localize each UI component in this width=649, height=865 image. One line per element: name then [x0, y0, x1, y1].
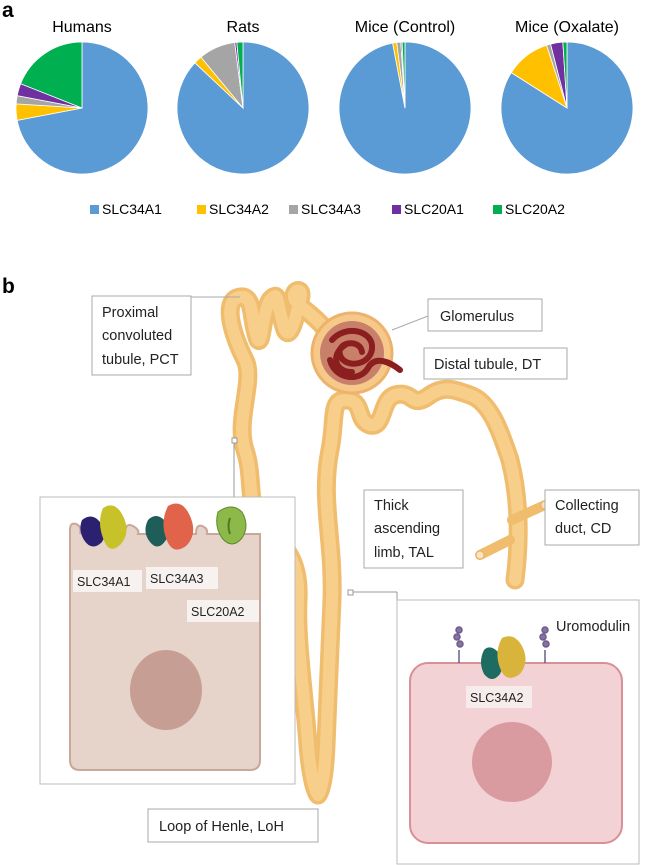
nephron-tubule	[220, 281, 550, 805]
legend-swatch-slc20a1	[392, 205, 401, 214]
pct-slc20a2-label: SLC20A2	[191, 605, 245, 619]
pie-slice-slc20a2	[20, 41, 83, 109]
pie-legend: SLC34A1 SLC34A2 SLC34A3 SLC20A1 SLC20A2	[90, 201, 565, 217]
pie-humans: Humans	[15, 19, 149, 175]
pie-rats: Rats	[176, 19, 310, 175]
svg-text:Loop of Henle, LoH: Loop of Henle, LoH	[159, 819, 284, 835]
uromodulin-label: Uromodulin	[556, 619, 630, 635]
svg-text:Distal tubule, DT: Distal tubule, DT	[434, 357, 541, 373]
slc20a2-protein-icon	[216, 506, 247, 545]
tal-slc34a2-label: SLC34A2	[470, 691, 524, 705]
pie-title: Rats	[227, 19, 260, 36]
legend-swatch-slc34a1	[90, 205, 99, 214]
label-cd: Collecting duct, CD	[544, 489, 640, 546]
pie-mice-oxalate: Mice (Oxalate)	[500, 19, 634, 175]
label-loh: Loop of Henle, LoH	[147, 808, 319, 843]
svg-text:duct, CD: duct, CD	[555, 521, 611, 537]
svg-text:Thick: Thick	[374, 498, 409, 514]
label-glomerulus: Glomerulus	[391, 298, 543, 332]
legend-swatch-slc34a2	[197, 205, 206, 214]
legend-swatch-slc34a3	[289, 205, 298, 214]
label-dt: Distal tubule, DT	[423, 347, 568, 380]
svg-text:Proximal: Proximal	[102, 305, 158, 321]
legend-label-slc34a1: SLC34A1	[102, 201, 162, 217]
panel-a-letter: a	[2, 0, 14, 22]
pie-title: Humans	[52, 19, 112, 36]
slc34a3-protein-icon	[145, 503, 194, 550]
panel-b-letter: b	[2, 275, 15, 298]
slc34a1-protein-icon	[80, 505, 127, 549]
pct-cell-inset: SLC34A1 SLC34A3 SLC20A2	[39, 496, 296, 785]
svg-text:convoluted: convoluted	[102, 328, 172, 344]
tal-cell-inset: Uromodulin SLC34A2	[396, 599, 640, 865]
pie-slice-slc34a1	[16, 41, 149, 175]
pct-slc34a1-label: SLC34A1	[77, 575, 131, 589]
pie-title: Mice (Oxalate)	[515, 19, 619, 36]
label-pct: Proximal convoluted tubule, PCT	[91, 295, 240, 376]
connector-lines	[231, 437, 398, 600]
svg-text:Glomerulus: Glomerulus	[440, 309, 514, 325]
pie-mice-control: Mice (Control)	[338, 19, 472, 175]
legend-label-slc20a1: SLC20A1	[404, 201, 464, 217]
label-tal: Thick ascending limb, TAL	[363, 489, 464, 569]
uromodulin-icon	[453, 626, 550, 663]
slc34a2-protein-icon	[481, 636, 526, 679]
svg-text:Collecting: Collecting	[555, 498, 619, 514]
svg-text:limb, TAL: limb, TAL	[374, 545, 434, 561]
legend-label-slc34a2: SLC34A2	[209, 201, 269, 217]
legend-swatch-slc20a2	[493, 205, 502, 214]
pie-slice-slc20a2	[562, 41, 568, 109]
pct-slc34a3-label: SLC34A3	[150, 572, 204, 586]
svg-text:tubule, PCT: tubule, PCT	[102, 352, 179, 368]
pie-charts: Humans Rats Mice (Control) Mice (Oxalate)	[15, 19, 634, 175]
svg-text:ascending: ascending	[374, 521, 440, 537]
pct-cell-body	[69, 522, 261, 771]
glomerulus-illustration	[310, 311, 403, 395]
pie-title: Mice (Control)	[355, 19, 455, 36]
pie-slice-slc20a2	[401, 41, 406, 109]
legend-label-slc20a2: SLC20A2	[505, 201, 565, 217]
pie-slice-slc20a2	[236, 41, 244, 109]
legend-label-slc34a3: SLC34A3	[301, 201, 361, 217]
